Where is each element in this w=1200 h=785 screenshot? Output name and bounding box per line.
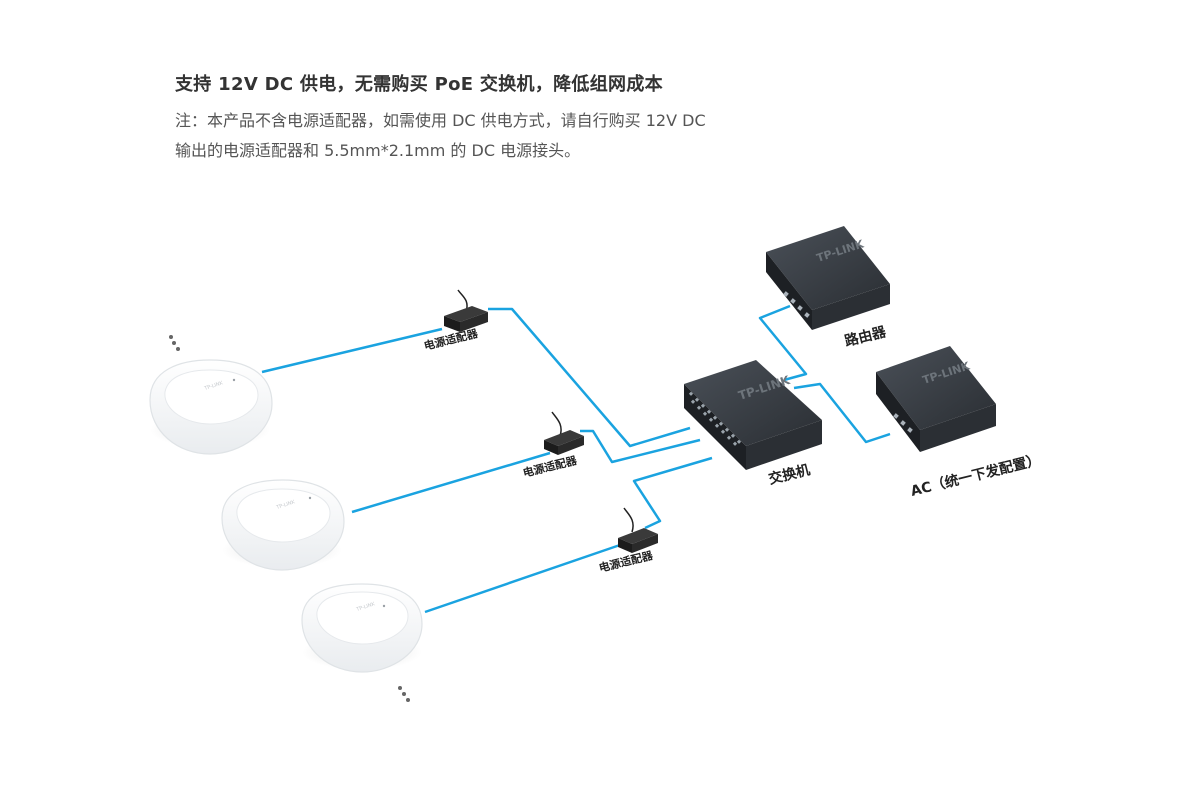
ac-label: AC（统一下发配置） bbox=[909, 451, 1042, 500]
adapter-label-1: 电源适配器 bbox=[422, 326, 480, 353]
access-point-1: TP-LINK bbox=[149, 359, 273, 455]
link-adapter1-switch bbox=[488, 307, 691, 448]
link-ap2-adapter2 bbox=[351, 451, 551, 514]
network-links bbox=[261, 304, 891, 614]
link-switch-ac bbox=[793, 382, 891, 444]
link-adapter3-switch bbox=[632, 456, 713, 530]
switch: TP-LINK 交换机 bbox=[684, 360, 822, 488]
more-ap-dots-top bbox=[169, 335, 180, 351]
link-switch-router bbox=[758, 304, 808, 382]
access-point-3: TP-LINK bbox=[301, 583, 423, 673]
adapter-label-3: 电源适配器 bbox=[597, 548, 655, 575]
router: TP-LINK 路由器 bbox=[766, 226, 890, 350]
switch-label: 交换机 bbox=[767, 461, 812, 488]
access-point-2: TP-LINK bbox=[221, 479, 345, 571]
power-adapter-3: 电源适配器 bbox=[597, 507, 658, 575]
link-ap1-adapter1 bbox=[261, 327, 443, 374]
note-line-1: 注：本产品不含电源适配器，如需使用 DC 供电方式，请自行购买 12V DC bbox=[175, 111, 706, 130]
router-label: 路由器 bbox=[843, 323, 889, 350]
more-ap-dots-bottom bbox=[398, 686, 410, 702]
switch-ports bbox=[688, 391, 742, 446]
adapter-label-2: 电源适配器 bbox=[521, 453, 579, 480]
link-adapter2-switch bbox=[580, 429, 701, 464]
ac-controller: TP-LINK AC（统一下发配置） bbox=[876, 346, 1042, 500]
note-line-2: 输出的电源适配器和 5.5mm*2.1mm 的 DC 电源接头。 bbox=[175, 141, 581, 160]
link-ap3-adapter3 bbox=[424, 543, 621, 614]
power-adapter-1: 电源适配器 bbox=[422, 289, 488, 353]
power-adapter-2: 电源适配器 bbox=[521, 411, 584, 480]
headline: 支持 12V DC 供电，无需购买 PoE 交换机，降低组网成本 bbox=[175, 74, 663, 95]
